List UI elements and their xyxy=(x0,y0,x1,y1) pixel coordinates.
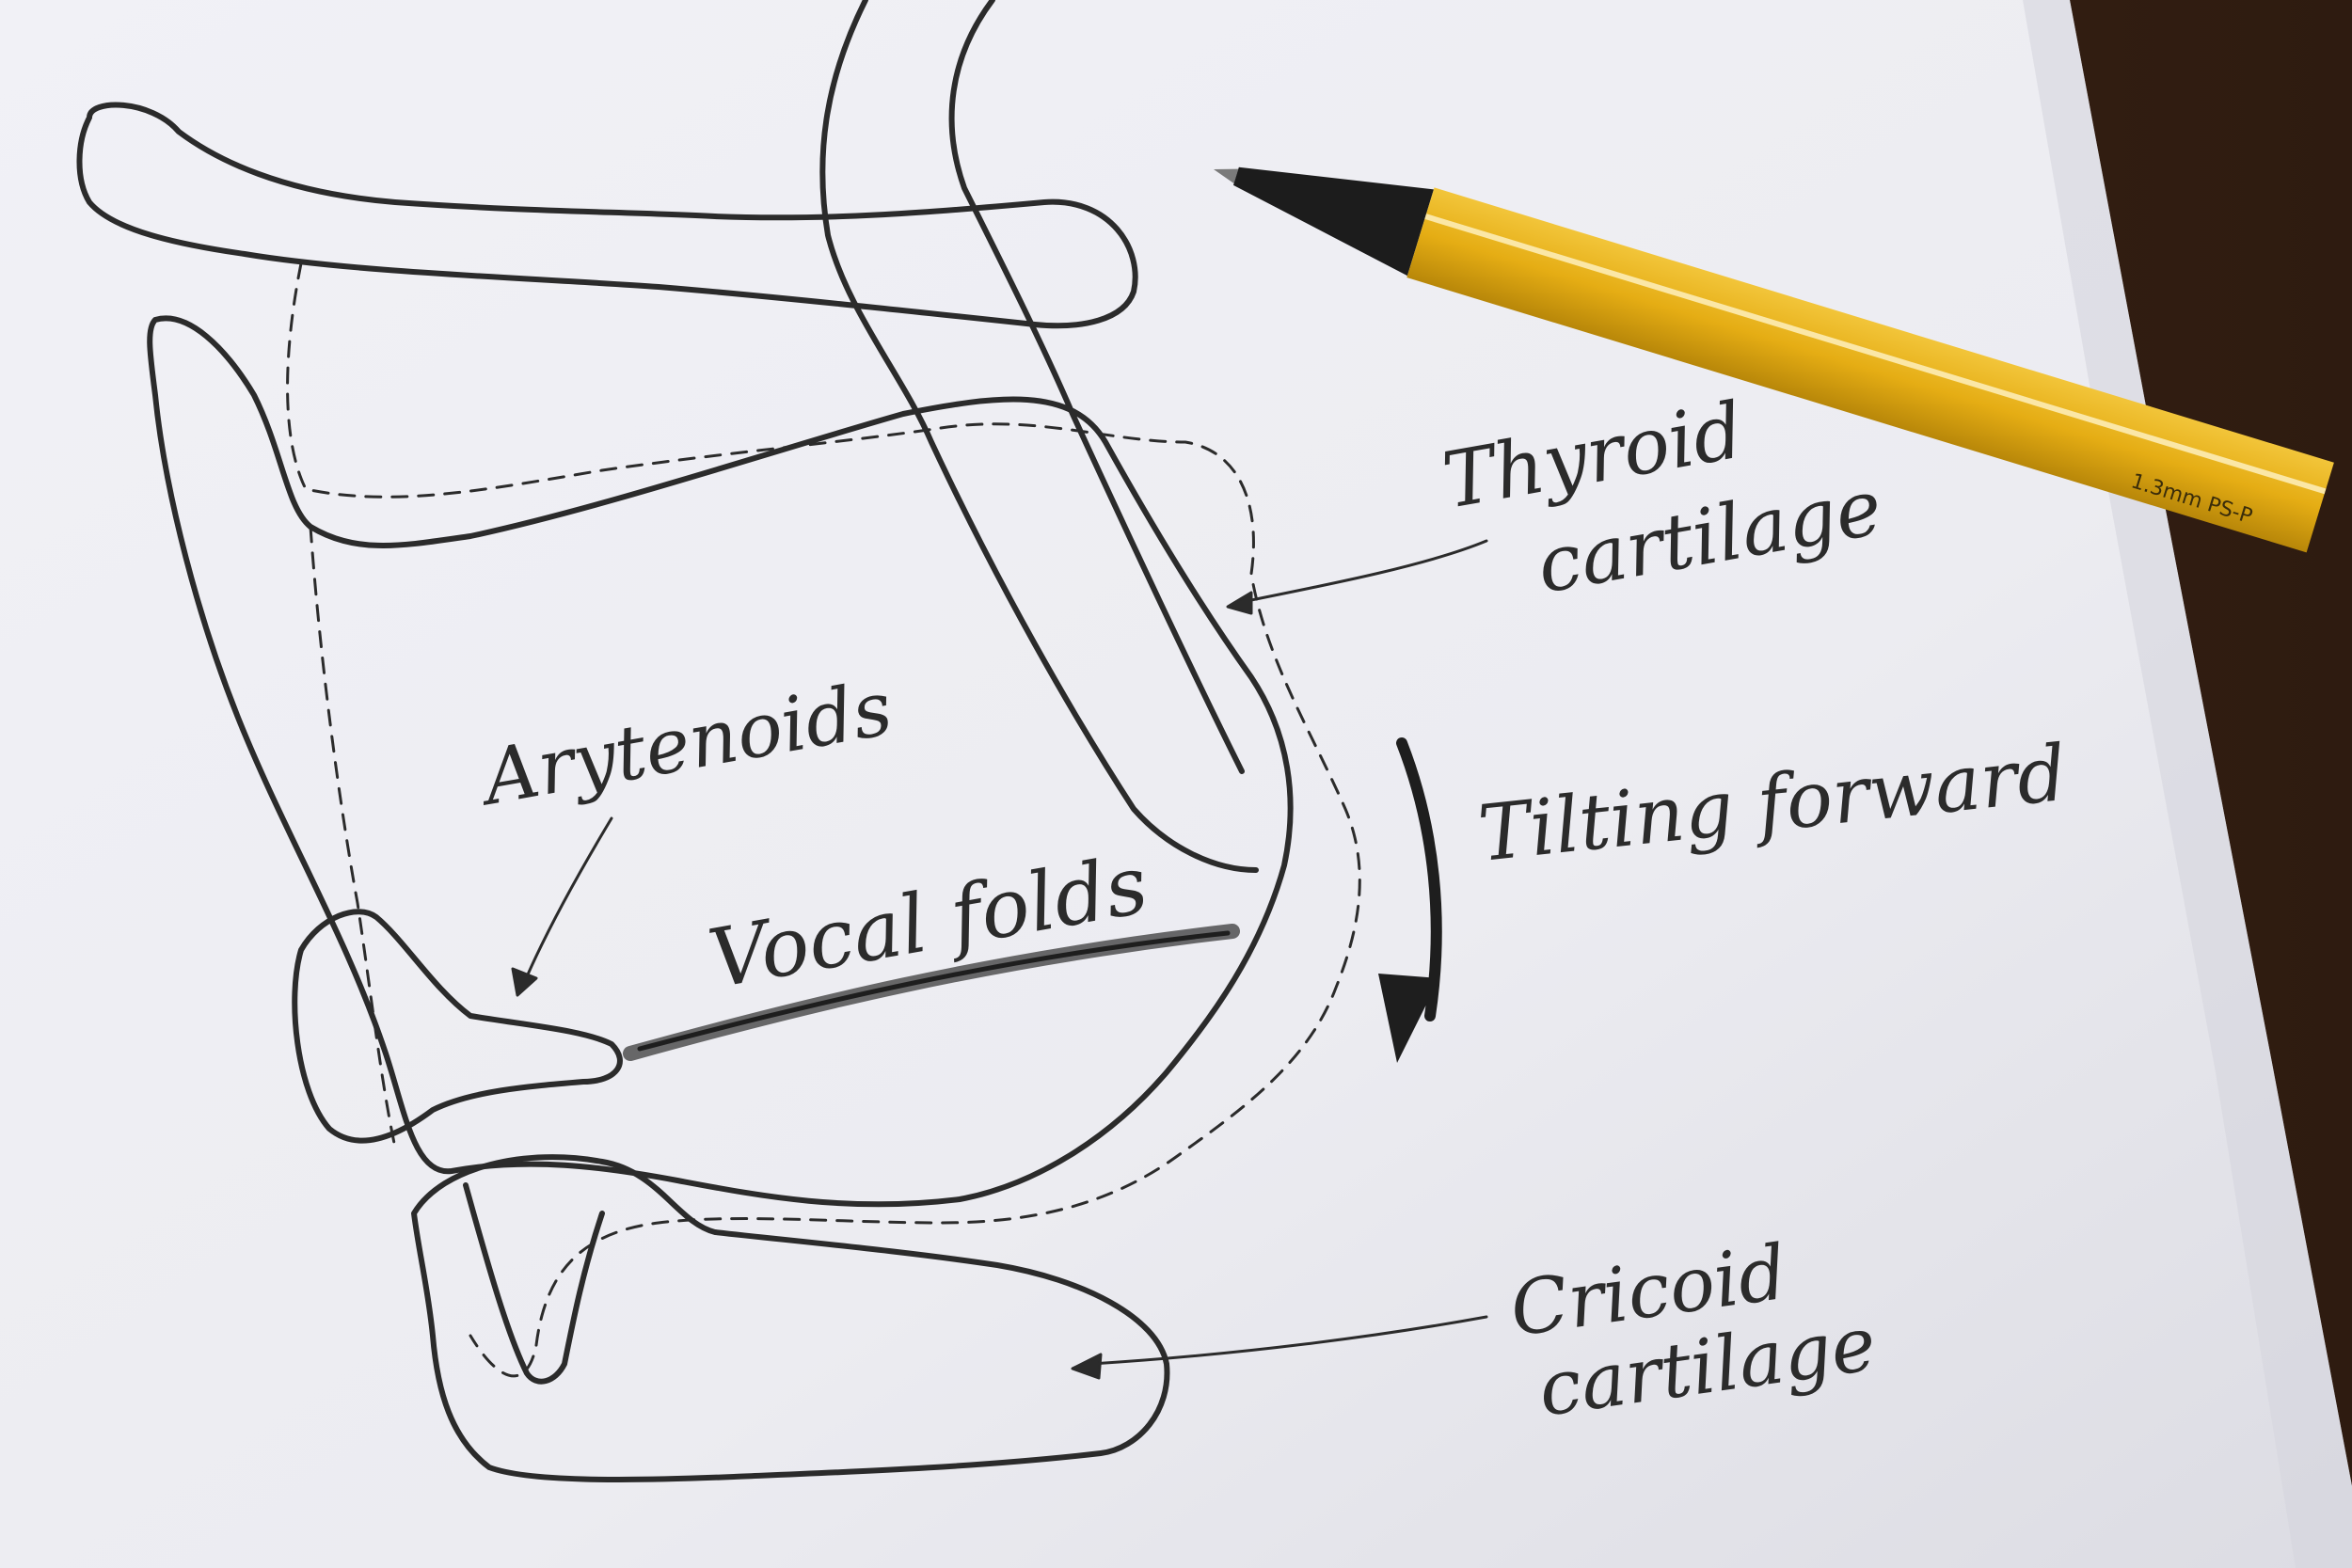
tilted-outline-dashed xyxy=(286,261,1361,1378)
tilting-arrow-head xyxy=(1378,974,1439,1063)
pen-stripe xyxy=(1424,214,2327,495)
cricoid-pointer-head xyxy=(1071,1353,1103,1380)
vocal-fold-line-core xyxy=(637,930,1231,1052)
thyroid-pointer-line xyxy=(1240,539,1488,604)
pen-tip xyxy=(1214,168,1239,183)
larynx-drawing xyxy=(76,0,1488,1482)
cricoid-cartilage xyxy=(411,1154,1170,1482)
cricoid-pointer-line xyxy=(1089,1315,1488,1366)
cricoid-inner-fold xyxy=(463,1182,605,1385)
arytenoid-pointer-head xyxy=(511,967,538,997)
thyroid-cartilage xyxy=(147,315,1294,1208)
hyoid-bone xyxy=(76,102,1138,329)
pen-cone xyxy=(1232,166,1434,277)
epiglottis-left xyxy=(819,0,1259,873)
arytenoid-shape xyxy=(292,909,623,1144)
arytenoid-pointer-line xyxy=(520,816,613,990)
epiglottis-right xyxy=(948,0,1245,774)
paper-edge-shadow xyxy=(2023,0,2352,1568)
thyroid-pointer-head xyxy=(1226,591,1253,615)
